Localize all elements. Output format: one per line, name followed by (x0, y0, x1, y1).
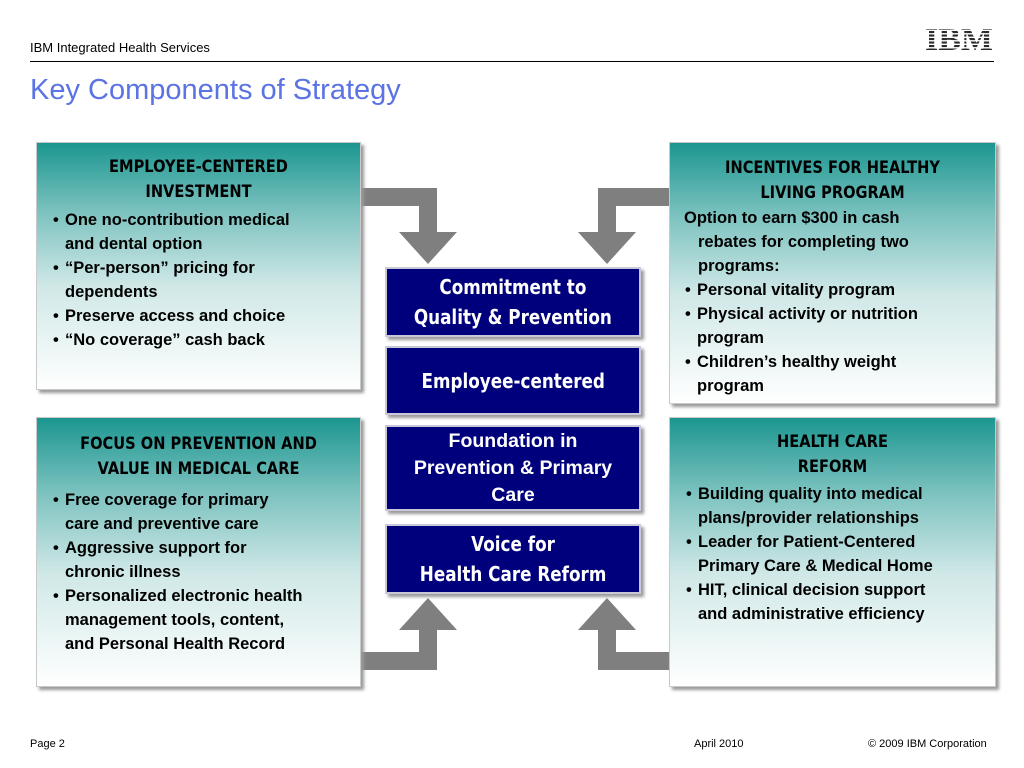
box-heading: HEALTH CARE REFORM (776, 432, 889, 477)
health-care-reform-box: HEALTH CARE REFORM Building quality into… (669, 417, 996, 687)
pillar-employee-centered: Employee-centered (385, 346, 641, 415)
arrow-bottom-left (361, 598, 457, 670)
box-heading: EMPLOYEE-CENTERED INVESTMENT (109, 157, 288, 202)
slide-title: Key Components of Strategy (30, 74, 401, 106)
logo-text: IBM (925, 24, 993, 52)
incentives-healthy-living-box: INCENTIVES FOR HEALTHY LIVING PROGRAM Op… (669, 142, 996, 404)
employee-centered-investment-box: EMPLOYEE-CENTERED INVESTMENT One no-cont… (36, 142, 361, 390)
list-item: Personal vitality program (685, 278, 995, 302)
box-heading: INCENTIVES FOR HEALTHY LIVING PROGRAM (725, 158, 940, 203)
bullet-list: Personal vitality program Physical activ… (685, 278, 995, 398)
list-item: Preserve access and choice (53, 304, 360, 328)
ibm-logo: IBM (925, 24, 993, 52)
intro-text: Option to earn $300 in cash rebates for … (684, 209, 909, 275)
arrow-top-right (578, 188, 669, 264)
box-heading: FOCUS ON PREVENTION AND VALUE IN MEDICAL… (80, 434, 317, 479)
header-divider (30, 61, 994, 62)
list-item: Building quality into medicalplans/provi… (686, 482, 995, 530)
arrow-bottom-right (578, 598, 669, 670)
footer-date: April 2010 (694, 738, 744, 750)
header-org-name: IBM Integrated Health Services (30, 40, 210, 55)
prevention-value-box: FOCUS ON PREVENTION AND VALUE IN MEDICAL… (36, 417, 361, 687)
list-item: Personalized electronic healthmanagement… (53, 584, 360, 656)
list-item: “No coverage” cash back (53, 328, 360, 352)
arrow-top-left (361, 188, 457, 264)
bullet-list: Building quality into medicalplans/provi… (686, 482, 995, 626)
footer-copyright: © 2009 IBM Corporation (868, 738, 987, 750)
page-number: Page 2 (30, 738, 65, 750)
